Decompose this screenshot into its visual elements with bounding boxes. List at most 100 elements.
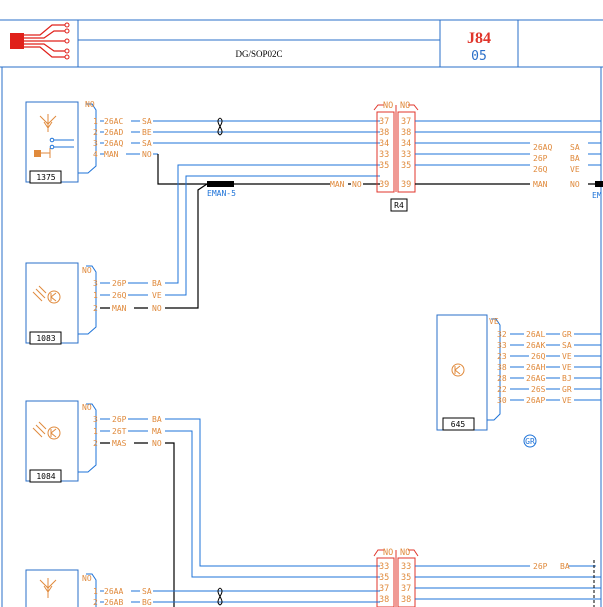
connector-head: NO — [383, 101, 393, 111]
wire-color: SA — [570, 143, 580, 152]
pin-number: 28 — [497, 374, 507, 383]
connector-pin: 35 — [379, 573, 389, 583]
wire-code: MAN — [112, 304, 127, 313]
wire-color: SA — [142, 587, 152, 596]
wire-color: VE — [562, 396, 572, 405]
connector-pin: 37 — [401, 584, 411, 594]
sensor-icon — [451, 363, 465, 377]
connector-pin: 37 — [401, 117, 411, 127]
wire-code: 26T — [112, 427, 127, 436]
pin-number: 22 — [497, 385, 507, 394]
connector-pin: 35 — [379, 161, 389, 171]
connector-r4: NO NO 37 38 34 33 35 39 37 38 34 33 35 3… — [373, 101, 419, 212]
pin-head: NO — [82, 403, 92, 412]
connector-label: R4 — [394, 201, 404, 210]
connector-pin: 38 — [379, 595, 389, 605]
pin-number: 1 — [93, 117, 98, 126]
connector-head: NO — [400, 548, 410, 558]
connector-pin: 33 — [379, 150, 389, 160]
pin-head: NO — [82, 266, 92, 275]
ground-splice-left — [207, 181, 234, 187]
component-645: 645 VE 32 33 23 38 28 22 30 26AL 26AK 26… — [436, 314, 601, 448]
pin-number: 30 — [497, 396, 507, 405]
wire-code: 26P — [533, 562, 548, 571]
connector-pin: 35 — [401, 161, 411, 171]
pin-number: 2 — [93, 304, 98, 313]
sensor-icon — [32, 285, 61, 304]
wire-color: BG — [142, 598, 152, 607]
wire-color: GR — [562, 330, 572, 339]
wire-color: VE — [570, 165, 580, 174]
wire-color: BA — [152, 279, 162, 288]
wire-color: VE — [152, 291, 162, 300]
pin-number: 38 — [497, 363, 507, 372]
wire-code: 26Q — [531, 352, 546, 361]
component-id: 1084 — [36, 472, 55, 481]
wire-color: NO — [142, 150, 152, 159]
wire-color: GR — [562, 385, 572, 394]
pin-number: 3 — [93, 279, 98, 288]
pin-number: 1 — [93, 587, 98, 596]
connector-pin: 38 — [401, 595, 411, 605]
wire-code: 26P — [112, 279, 127, 288]
connector-pin: 37 — [379, 584, 389, 594]
wire-color: BE — [142, 128, 152, 137]
wire-code: MAN — [104, 150, 119, 159]
wire-color: BJ — [562, 374, 572, 383]
connector-bottom: NO NO 33 35 37 38 33 35 37 38 — [373, 548, 419, 607]
wire-color: BA — [570, 154, 580, 163]
manufacturer-logo-icon — [10, 22, 70, 60]
connector-pin: 34 — [379, 139, 389, 149]
wire-code: 26AD — [104, 128, 123, 137]
wire-code: MAS — [112, 439, 127, 448]
ground-splice-right — [595, 181, 603, 187]
connector-pin: 35 — [401, 573, 411, 583]
antenna-icon — [39, 578, 57, 598]
pin-number: 23 — [497, 352, 507, 361]
wire-color: BA — [152, 415, 162, 424]
component-1375: 1375 NO 1 2 3 4 26AC 26AD 26AQ MAN SA BE… — [25, 100, 380, 184]
component-1084: 1084 NO 3 1 2 26P 26T MAS BA MA NO — [25, 400, 380, 607]
pin-number: 3 — [93, 415, 98, 424]
pin-number: 1 — [93, 291, 98, 300]
wire-color: NO — [152, 304, 162, 313]
connector-head: NO — [383, 548, 393, 558]
pin-number: 1 — [93, 427, 98, 436]
connector-pin: 33 — [401, 562, 411, 572]
pin-number: 2 — [93, 439, 98, 448]
wire-code: 26AK — [526, 341, 545, 350]
sensor-icon — [32, 421, 61, 440]
connector-pin: 33 — [401, 150, 411, 160]
wire-code: 26P — [112, 415, 127, 424]
wire-color: MA — [152, 427, 162, 436]
wire-code: 26AG — [526, 374, 545, 383]
component-id: 1375 — [36, 173, 55, 182]
component-id: 645 — [451, 420, 466, 429]
wire-code: 26AP — [526, 396, 545, 405]
pin-number: 32 — [497, 330, 507, 339]
page-code: J84 — [467, 30, 491, 47]
wire-color: BA — [560, 562, 570, 571]
connector-pin: 33 — [379, 562, 389, 572]
connector-head: NO — [400, 101, 410, 111]
document-code: DG/SOP02C — [235, 49, 282, 59]
wire-color: SA — [142, 117, 152, 126]
wire-color: NO — [570, 180, 580, 189]
connector-pin: 39 — [379, 180, 389, 190]
pin-number: 2 — [93, 598, 98, 607]
pin-number: 2 — [93, 128, 98, 137]
twisted-pair-icon — [217, 117, 223, 136]
wire-code: 26AB — [104, 598, 123, 607]
wire-code: 26AL — [526, 330, 545, 339]
connector-pin: 39 — [401, 180, 411, 190]
wire-code: 26Q — [533, 165, 548, 174]
wire-color: SA — [562, 341, 572, 350]
connector-pin: 38 — [401, 128, 411, 138]
component-bottom: NO 1 2 26AA 26AB SA BG — [25, 569, 380, 607]
splice-label: EMAN-5 — [207, 189, 236, 198]
twisted-pair-icon — [217, 587, 223, 606]
pin-head: NO — [82, 574, 92, 583]
connector-pin: 37 — [379, 117, 389, 127]
page-number: 05 — [471, 49, 487, 64]
